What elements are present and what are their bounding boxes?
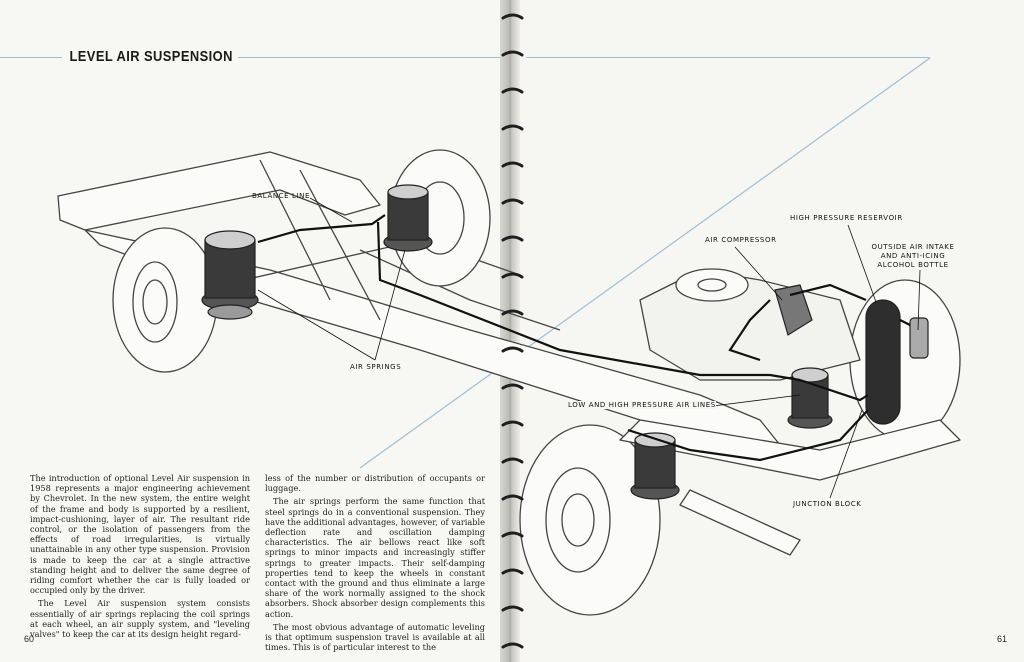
page-number-right: 61	[997, 634, 1008, 644]
title-rule-page2	[526, 57, 930, 58]
label-air-lines: LOW AND HIGH PRESSURE AIR LINES	[568, 401, 716, 409]
title-rule-right	[215, 57, 500, 58]
paragraph: The air springs perform the same functio…	[265, 496, 485, 619]
title-rule-left	[0, 57, 62, 58]
spiral-binding	[501, 13, 524, 649]
paragraph: The Level Air suspension system consists…	[30, 598, 250, 640]
label-air-compressor: AIR COMPRESSOR	[705, 236, 777, 244]
label-balance-line: BALANCE LINE	[252, 192, 311, 200]
paragraph: The introduction of optional Level Air s…	[30, 473, 250, 596]
label-air-springs: AIR SPRINGS	[350, 363, 402, 371]
page-number-left: 60	[24, 634, 35, 644]
body-column-1: The introduction of optional Level Air s…	[30, 473, 250, 642]
body-column-2: less of the number or distribution of oc…	[265, 473, 485, 655]
label-high-pressure-reservoir: HIGH PRESSURE RESERVOIR	[790, 214, 903, 222]
paragraph: less of the number or distribution of oc…	[265, 473, 485, 494]
label-junction-block: JUNCTION BLOCK	[793, 500, 862, 508]
label-alcohol-bottle: OUTSIDE AIR INTAKE AND ANTI-ICING ALCOHO…	[871, 243, 955, 269]
paragraph: The most obvious advantage of automatic …	[265, 621, 485, 653]
page-title: LEVEL AIR SUSPENSION	[66, 48, 239, 65]
